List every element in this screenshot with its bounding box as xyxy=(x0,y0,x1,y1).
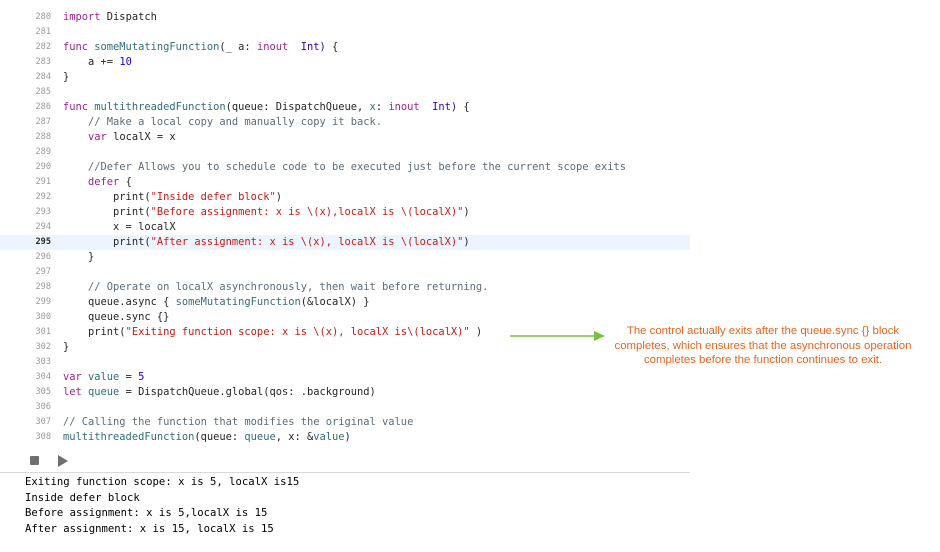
line-number: 281 xyxy=(35,27,51,37)
code-text: x = localX xyxy=(63,221,176,233)
line-number: 294 xyxy=(35,222,51,232)
code-line[interactable]: 305 let queue = DispatchQueue.global(qos:… xyxy=(0,385,690,400)
code-text: var localX = x xyxy=(88,131,176,143)
code-line[interactable]: 291 defer { xyxy=(0,175,690,190)
stop-icon[interactable] xyxy=(30,456,39,465)
code-text: func someMutatingFunction(_ a: inout Int… xyxy=(63,41,339,53)
line-number: 284 xyxy=(35,72,51,82)
line-number: 282 xyxy=(35,42,51,52)
line-number: 305 xyxy=(35,387,51,397)
code-text: queue.sync {} xyxy=(63,311,170,323)
annotation-line: The control actually exits after the que… xyxy=(626,325,900,337)
console-line: Exiting function scope: x is 5, localX i… xyxy=(25,476,300,488)
line-number: 285 xyxy=(35,87,51,97)
code-text: queue.async { someMutatingFunction(&loca… xyxy=(63,296,370,308)
line-number: 292 xyxy=(35,192,51,202)
code-line[interactable]: 287 // Make a local copy and manually co… xyxy=(0,115,690,130)
line-number: 307 xyxy=(35,417,51,427)
line-number: 299 xyxy=(35,297,51,307)
code-text: // Operate on localX asynchronously, the… xyxy=(63,281,489,293)
code-line[interactable]: 306 xyxy=(0,400,690,415)
code-line[interactable]: 302} xyxy=(0,340,690,355)
code-line[interactable]: 304 var value = 5 xyxy=(0,370,690,385)
line-number: 280 xyxy=(35,12,51,22)
line-number: 296 xyxy=(35,252,51,262)
code-line[interactable]: 286 func multithreadedFunction(queue: Dis… xyxy=(0,100,690,115)
code-line[interactable]: 290 //Defer Allows you to schedule code … xyxy=(0,160,690,175)
line-number: 298 xyxy=(35,282,51,292)
code-text: multithreadedFunction(queue: queue, x: &… xyxy=(63,431,351,443)
code-line[interactable]: 308 multithreadedFunction(queue: queue, x… xyxy=(0,430,690,445)
code-line[interactable]: 281 xyxy=(0,25,690,40)
line-number: 295 xyxy=(35,237,51,247)
console-divider xyxy=(0,472,690,473)
console-line: Inside defer block xyxy=(25,491,140,504)
code-text: } xyxy=(63,71,70,83)
code-line[interactable]: 289 xyxy=(0,145,690,160)
line-number: 293 xyxy=(35,207,51,217)
code-line[interactable]: 294 x = localX xyxy=(0,220,690,235)
code-text: a += 10 xyxy=(63,56,132,68)
line-number: 304 xyxy=(35,372,51,382)
code-text: print("After assignment: x is \(x), loca… xyxy=(63,236,470,248)
line-number: 287 xyxy=(35,117,51,127)
code-line[interactable]: 288 var localX = x xyxy=(0,130,690,145)
code-line[interactable]: 307 // Calling the function that modifies… xyxy=(0,415,690,430)
line-number: 283 xyxy=(35,57,51,67)
line-number: 303 xyxy=(35,357,51,367)
code-line[interactable]: 284} xyxy=(0,70,690,85)
code-text: var value = 5 xyxy=(63,371,145,383)
code-line[interactable]: 297 xyxy=(0,265,690,280)
line-number: 301 xyxy=(35,327,51,337)
code-text: let queue = DispatchQueue.global(qos: .b… xyxy=(63,386,376,398)
code-text: defer { xyxy=(88,176,132,188)
code-line[interactable]: 301 print("Exiting function scope: x is … xyxy=(0,325,690,340)
code-text: } xyxy=(63,341,70,353)
code-text: print("Inside defer block") xyxy=(63,191,282,203)
code-text: // Calling the function that modifies th… xyxy=(63,416,414,428)
line-number: 290 xyxy=(35,162,51,172)
line-number: 286 xyxy=(35,102,51,112)
line-number: 297 xyxy=(35,267,51,277)
code-editor[interactable]: 280 import Dispatch 281 282 func someMutatin… xyxy=(0,10,690,450)
line-number: 291 xyxy=(35,177,51,187)
console-output: Exiting function scope: x is 5, localX i… xyxy=(25,475,299,537)
code-line[interactable]: 303 xyxy=(0,355,690,370)
line-number: 306 xyxy=(35,402,51,412)
code-line[interactable]: 295 print("After assignment: x is \(x), … xyxy=(0,235,690,250)
code-line[interactable]: 292 print("Inside defer block") xyxy=(0,190,690,205)
code-text: //Defer Allows you to schedule code to b… xyxy=(63,161,627,173)
code-text: print("Before assignment: x is \(x),loca… xyxy=(63,206,470,218)
code-line[interactable]: 296 } xyxy=(0,250,690,265)
code-line[interactable]: 293 print("Before assignment: x is \(x),… xyxy=(0,205,690,220)
code-text: func multithreadedFunction(queue: Dispat… xyxy=(63,101,470,113)
line-number: 302 xyxy=(35,342,51,352)
line-number: 289 xyxy=(35,147,51,157)
annotation-line: completes, which ensures that the asynch… xyxy=(614,339,912,352)
code-text: // Make a local copy and manually copy i… xyxy=(63,116,383,128)
code-line[interactable]: 283 a += 10 xyxy=(0,55,690,70)
code-text: } xyxy=(63,251,95,263)
console-line: Before assignment: x is 5,localX is 15 xyxy=(25,507,268,519)
code-text: print("Exiting function scope: x is \(x)… xyxy=(63,326,483,338)
code-text: import Dispatch xyxy=(63,11,157,23)
code-line[interactable]: 299 queue.async { someMutatingFunction(&… xyxy=(0,295,690,310)
play-icon[interactable] xyxy=(58,455,68,467)
code-line[interactable]: 282 func someMutatingFunction(_ a: inout … xyxy=(0,40,690,55)
code-line[interactable]: 280 import Dispatch xyxy=(0,10,690,25)
code-line[interactable]: 285 xyxy=(0,85,690,100)
line-number: 288 xyxy=(35,132,51,142)
annotation-line: completes before the function continues … xyxy=(643,354,883,366)
console-line: After assignment: x is 15, localX is 15 xyxy=(25,522,274,535)
line-number: 300 xyxy=(35,312,51,322)
annotation-note: The control actually exits after the que… xyxy=(604,324,922,368)
code-line[interactable]: 298 // Operate on localX asynchronously,… xyxy=(0,280,690,295)
code-line[interactable]: 300 queue.sync {} xyxy=(0,310,690,325)
line-number: 308 xyxy=(35,432,51,442)
